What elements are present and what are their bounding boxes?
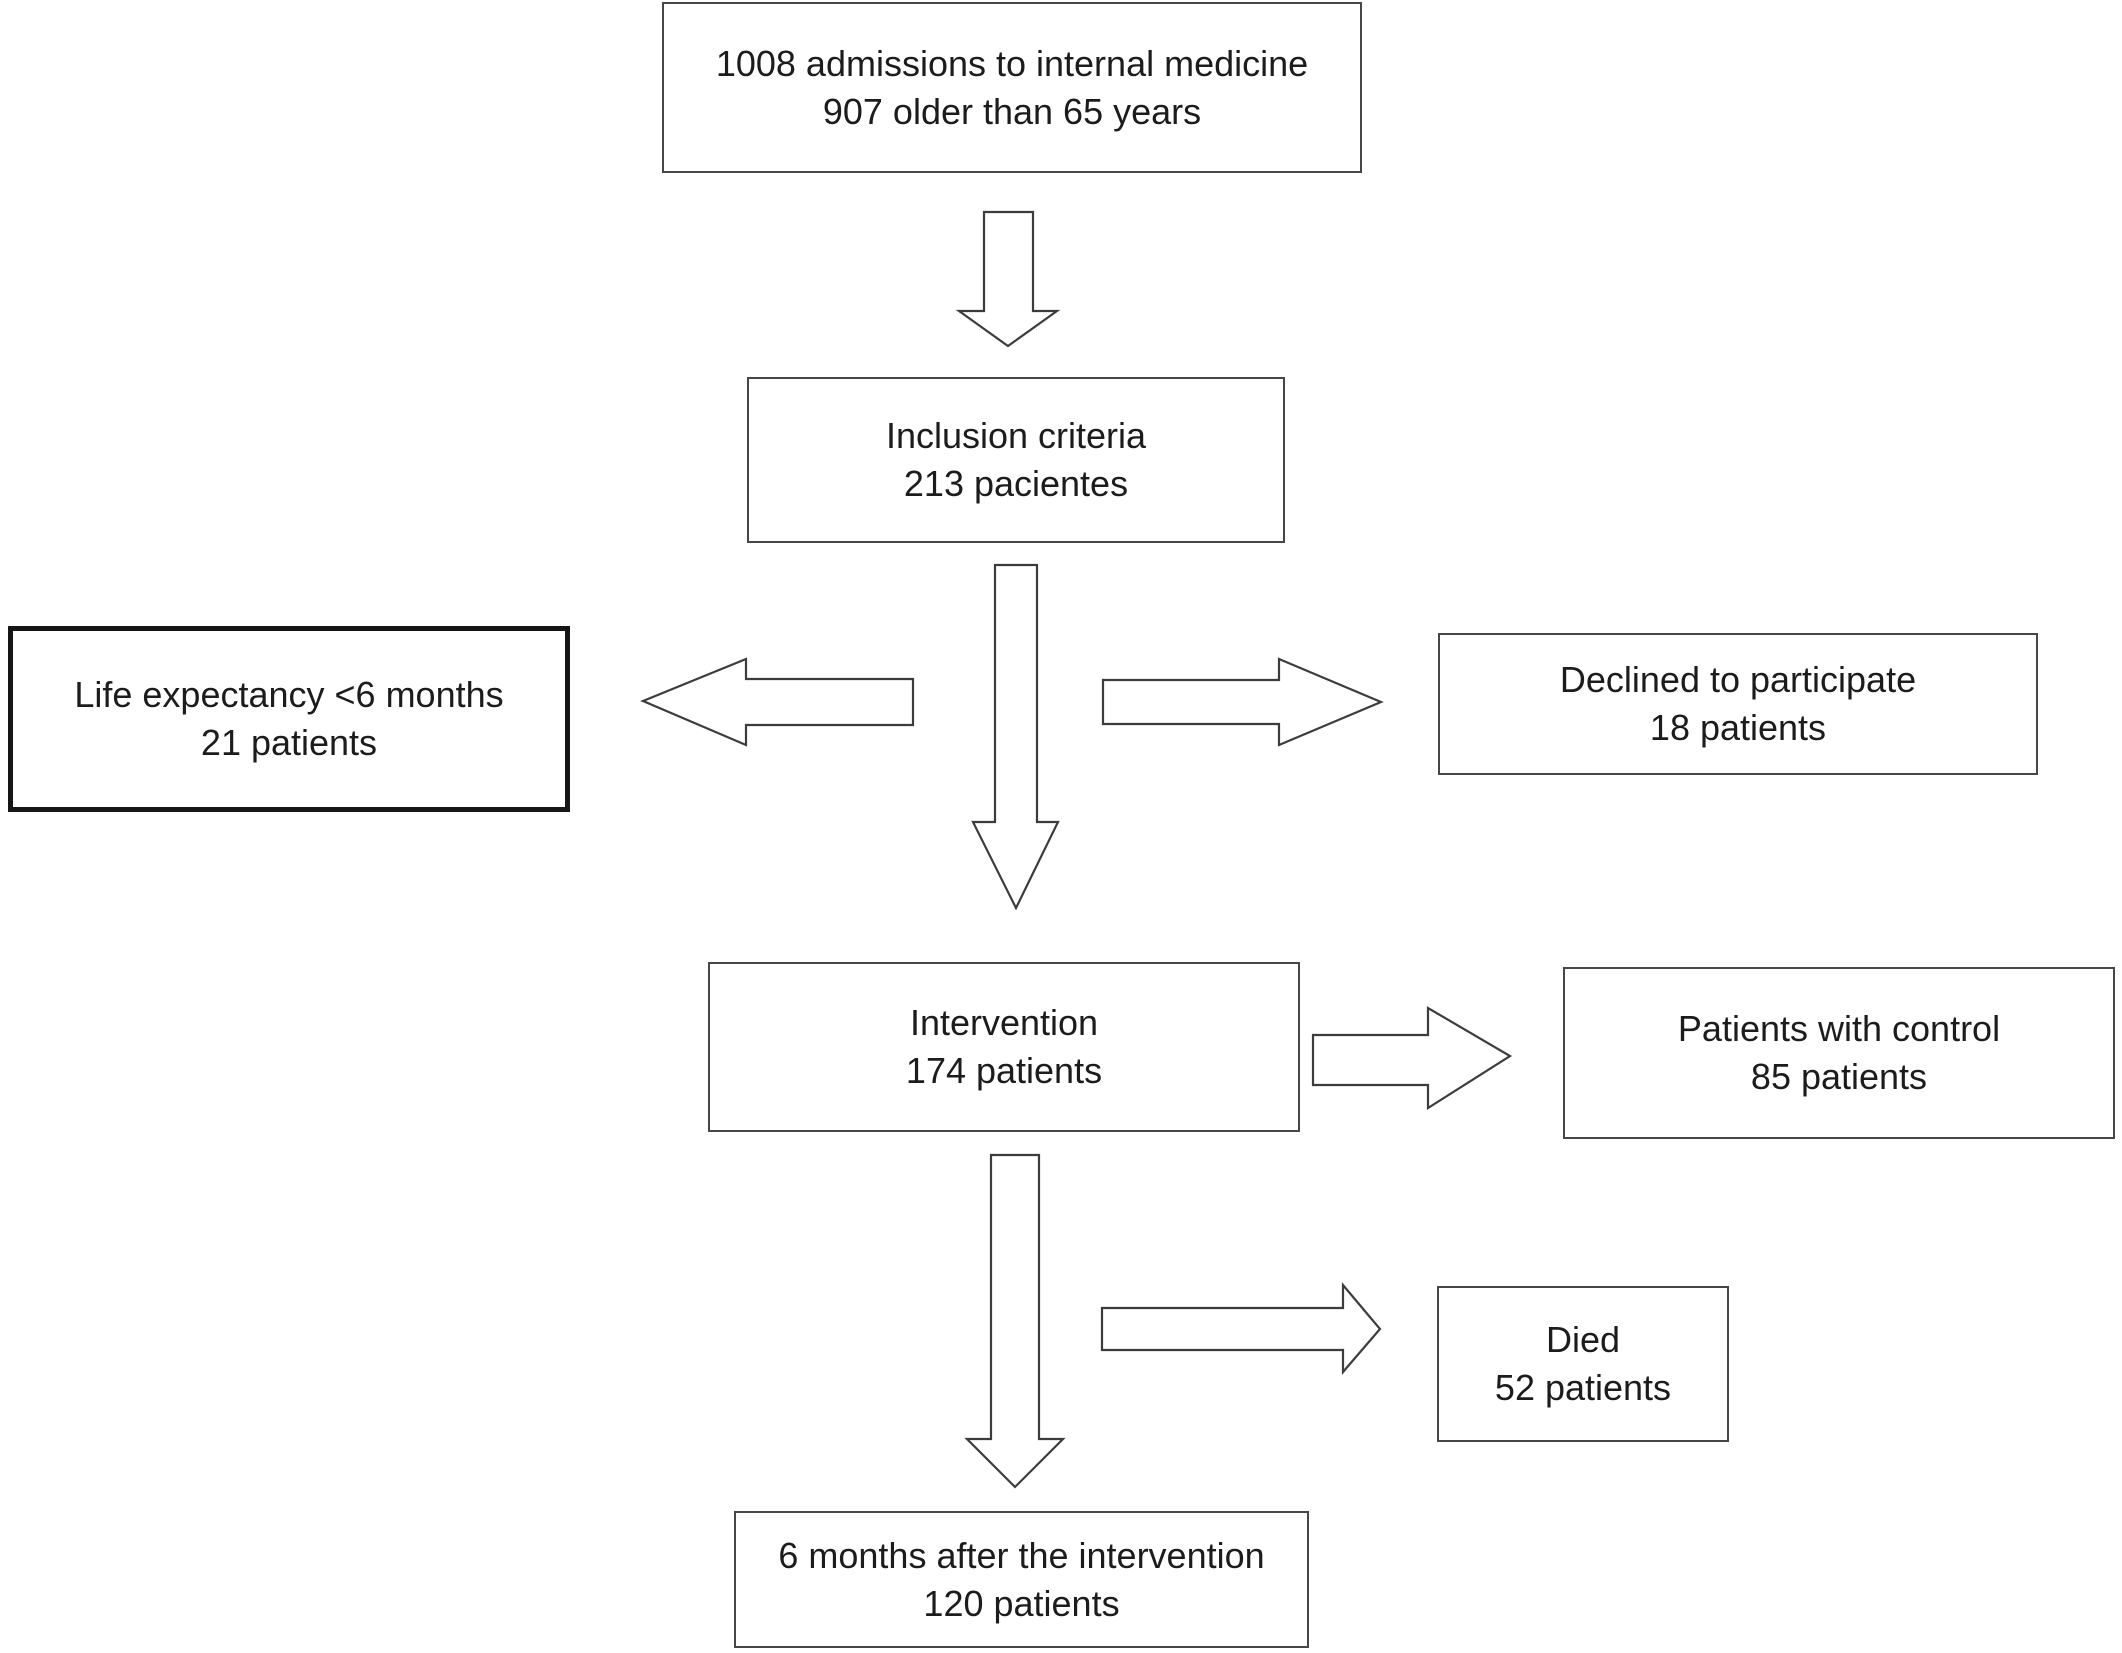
declined-box: Declined to participate 18 patients xyxy=(1438,633,2038,775)
life-expectancy-line1: Life expectancy <6 months xyxy=(74,674,504,715)
inclusion-line1: Inclusion criteria xyxy=(885,415,1147,456)
life-expectancy-line2: 21 patients xyxy=(200,722,378,763)
six-months-box: 6 months after the intervention 120 pati… xyxy=(734,1511,1309,1648)
died-line2: 52 patients xyxy=(1494,1367,1672,1408)
inclusion-line2: 213 pacientes xyxy=(903,463,1129,504)
control-line2: 85 patients xyxy=(1750,1056,1928,1097)
intervention-line2: 174 patients xyxy=(905,1050,1103,1091)
right-arrow-to-control xyxy=(1311,1006,1513,1111)
died-line1: Died xyxy=(1545,1319,1621,1360)
patients-with-control-box: Patients with control 85 patients xyxy=(1563,967,2115,1139)
left-arrow-to-life-expectancy xyxy=(640,657,915,747)
six-months-line2: 120 patients xyxy=(923,1582,1120,1624)
life-expectancy-box: Life expectancy <6 months 21 patients xyxy=(8,626,570,812)
right-arrow-to-died xyxy=(1100,1281,1382,1375)
down-arrow-admissions-to-inclusion xyxy=(955,210,1061,348)
six-months-line1: 6 months after the intervention xyxy=(778,1534,1265,1576)
control-line1: Patients with control xyxy=(1677,1008,2001,1049)
down-arrow-intervention-to-six-months xyxy=(964,1153,1066,1489)
intervention-box: Intervention 174 patients xyxy=(708,962,1300,1132)
declined-line2: 18 patients xyxy=(1649,707,1827,748)
died-box: Died 52 patients xyxy=(1437,1286,1729,1442)
intervention-line1: Intervention xyxy=(909,1002,1099,1043)
right-arrow-to-declined xyxy=(1101,657,1384,747)
admissions-line2: 907 older than 65 years xyxy=(822,90,1202,132)
down-arrow-inclusion-to-intervention xyxy=(971,563,1060,911)
declined-line1: Declined to participate xyxy=(1559,659,1917,700)
admissions-box: 1008 admissions to internal medicine 907… xyxy=(662,2,1362,173)
admissions-line1: 1008 admissions to internal medicine xyxy=(715,42,1309,84)
inclusion-criteria-box: Inclusion criteria 213 pacientes xyxy=(747,377,1285,543)
